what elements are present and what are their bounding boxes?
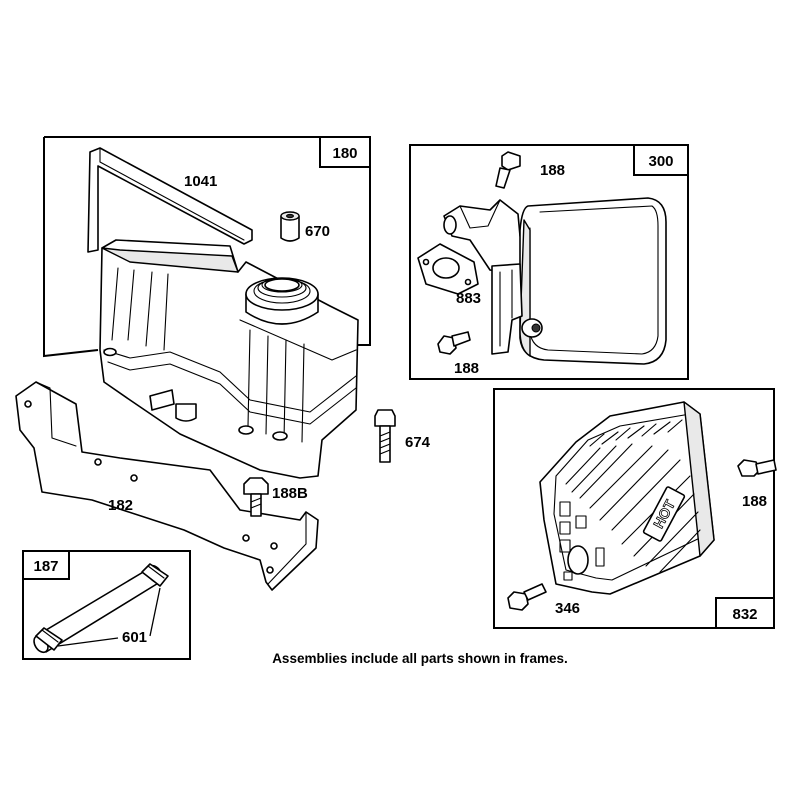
frame-832: 832: [493, 388, 775, 629]
part-188-bolt-top: [495, 151, 521, 189]
part-674-bolt: [374, 409, 396, 463]
frame-180-number: 180: [332, 145, 357, 162]
part-670-bushing: [280, 211, 300, 242]
frame-187-border: [22, 550, 191, 660]
diagram-caption: Assemblies include all parts shown in fr…: [272, 651, 568, 666]
label-182: 182: [108, 497, 133, 514]
part-1041-rod: [87, 147, 253, 253]
frame-832-number: 832: [732, 606, 757, 623]
frame-187-number-box: [22, 550, 70, 580]
label-601: 601: [122, 629, 147, 646]
label-670: 670: [305, 223, 330, 240]
label-1041: 1041: [184, 173, 217, 190]
label-346: 346: [555, 600, 580, 617]
label-188-right: 188: [742, 493, 767, 510]
label-188b: 188B: [272, 485, 308, 502]
frame-832-border: [493, 388, 775, 629]
frame-832-number-box: [715, 597, 775, 629]
frame-180-border: [43, 136, 371, 358]
frame-300-number: 300: [648, 153, 673, 170]
frame-180: 180: [43, 136, 371, 358]
heat-shield: HOT: [539, 401, 715, 595]
leader-601-lower: [57, 637, 119, 647]
fuel-tank: [99, 239, 359, 479]
part-188b-bolt: [243, 477, 269, 517]
label-188-top: 188: [540, 162, 565, 179]
leader-601-upper: [149, 587, 161, 637]
frame-180-number-box: [319, 136, 371, 168]
fuel-line-hose: [33, 563, 169, 654]
part-883-gasket: [417, 243, 479, 295]
part-346-bolt: [507, 583, 547, 611]
part-188-bolt-right: [737, 459, 777, 477]
label-674: 674: [405, 434, 431, 451]
frame-300-number-box: [633, 144, 689, 176]
label-883: 883: [456, 290, 481, 307]
muffler: [443, 197, 667, 365]
frame-187-number: 187: [33, 558, 58, 575]
frame-187: 187: [22, 550, 191, 660]
frame-300-border: [409, 144, 689, 380]
frame-300: 300: [409, 144, 689, 380]
part-188-bolt-mid: [437, 331, 471, 355]
label-188-mid: 188: [454, 360, 479, 377]
part-182-bracket: [15, 381, 319, 591]
